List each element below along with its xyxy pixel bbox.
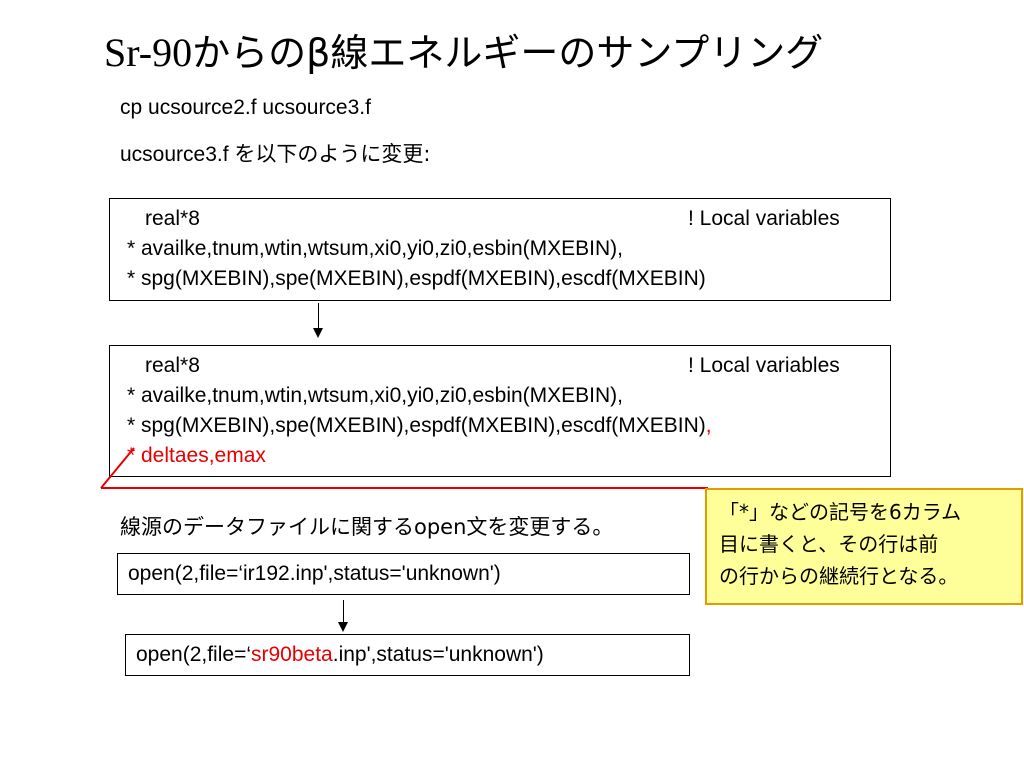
after-line3-main: * spg(MXEBIN),spe(MXEBIN),espdf(MXEBIN),…: [127, 414, 706, 437]
arrow-down-1: [318, 303, 319, 331]
source-file-note: 線源のデータファイルに関するopen文を変更する。: [120, 514, 613, 541]
change-instruction: ucsource3.f を以下のように変更:: [120, 141, 430, 168]
before-line1-right: ! Local variables: [688, 207, 840, 230]
after-line1-right: ! Local variables: [688, 354, 840, 377]
cp-command: cp ucsource2.f ucsource3.f: [120, 96, 371, 119]
before-line2: * availke,tnum,wtin,wtsum,xi0,yi0,zi0,es…: [127, 237, 623, 260]
after-line1-left: real*8: [145, 354, 200, 377]
after-line4-added: * deltaes,emax: [127, 444, 266, 467]
before-line3: * spg(MXEBIN),spe(MXEBIN),espdf(MXEBIN),…: [127, 267, 706, 290]
after-line3-added-comma: ,: [705, 414, 712, 437]
continuation-note-callout: 「*」などの記号を6カラム 目に書くと、その行は前 の行からの継続行となる。: [705, 488, 1023, 605]
title-rest: からのβ線エネルギーのサンプリング: [192, 31, 824, 75]
callout-line1: 「*」などの記号を6カラム: [719, 500, 962, 524]
arrow-head-1: [313, 328, 323, 338]
callout-line2: 目に書くと、その行は前: [719, 532, 939, 556]
arrow-down-2: [343, 600, 344, 625]
slide-title: Sr-90からのβ線エネルギーのサンプリング: [104, 28, 823, 78]
open-after-suffix: .inp',status='unknown'): [332, 643, 544, 666]
before-code-box: real*8 ! Local variables * availke,tnum,…: [109, 198, 891, 301]
after-line2: * availke,tnum,wtin,wtsum,xi0,yi0,zi0,es…: [127, 384, 623, 407]
source-file-note-text: 線源のデータファイルに関するopen文を変更する。: [120, 515, 614, 539]
change-prefix: ucsource3.f: [120, 143, 235, 166]
callout-line3: の行からの継続行となる。: [719, 564, 959, 588]
after-line3: * spg(MXEBIN),spe(MXEBIN),espdf(MXEBIN),…: [127, 411, 712, 441]
before-line1-left: real*8: [145, 207, 200, 230]
change-rest: を以下のように変更:: [234, 142, 431, 166]
open-after-highlight: sr90beta: [251, 643, 333, 666]
arrow-head-2: [338, 622, 348, 632]
open-after-text: open(2,file=‘sr90beta.inp',status='unkno…: [136, 642, 544, 668]
open-before-text: open(2,file=‘ir192.inp',status='unknown'…: [128, 562, 501, 585]
title-prefix: Sr-90: [104, 30, 193, 75]
open-after-prefix: open(2,file=‘: [136, 643, 251, 666]
after-code-box: real*8 ! Local variables * availke,tnum,…: [109, 345, 891, 477]
open-before-box: open(2,file=‘ir192.inp',status='unknown'…: [117, 553, 690, 595]
open-after-box: open(2,file=‘sr90beta.inp',status='unkno…: [125, 634, 690, 676]
